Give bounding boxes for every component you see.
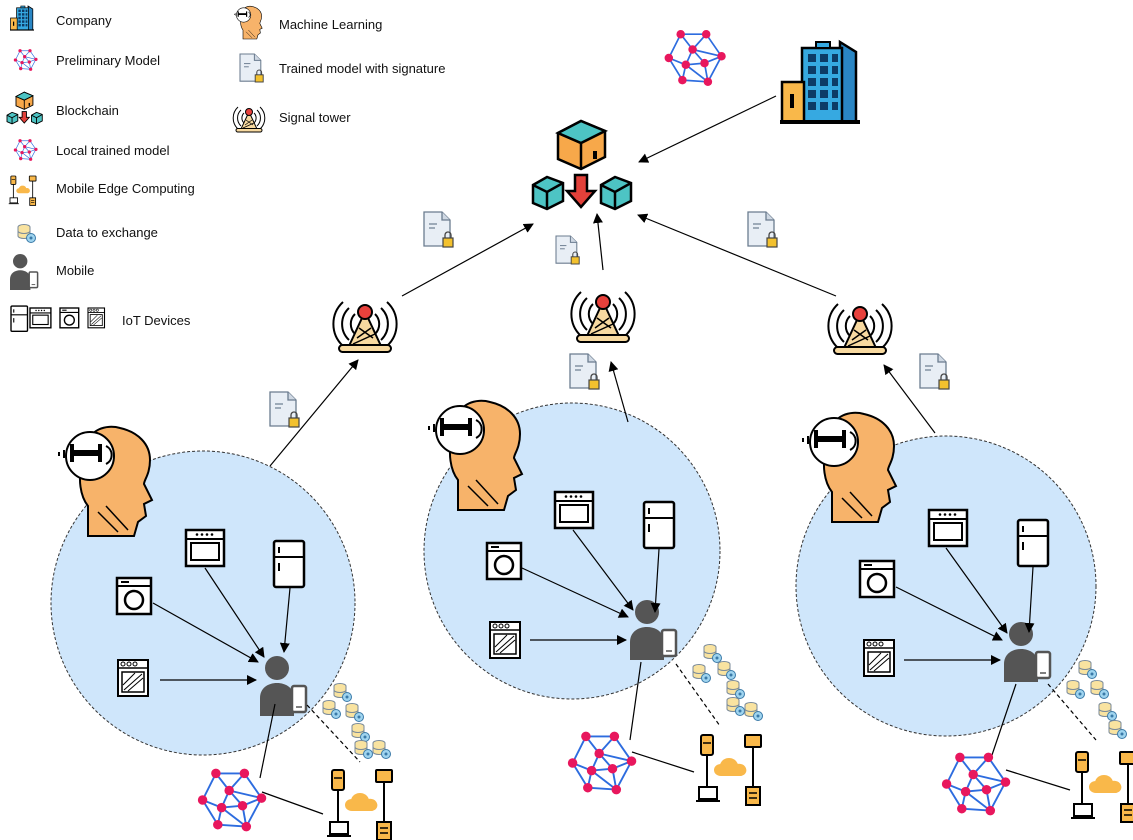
data-exchange-icon	[744, 702, 763, 721]
blockchain-icon	[531, 119, 633, 211]
signed-model-icon	[269, 391, 300, 428]
data-exchange-icon	[703, 644, 722, 663]
legend-label-preliminary-model: Preliminary Model	[56, 53, 161, 68]
data-exchange-icon	[333, 683, 352, 702]
washer-icon	[485, 541, 523, 581]
legend-label-data-to-exchange: Data to exchange	[56, 225, 158, 240]
data-exchange-icon	[322, 700, 341, 719]
legend-local-trained-model-icon	[13, 138, 38, 162]
signed-model-icon	[569, 353, 600, 390]
dryer-icon	[489, 621, 521, 659]
dryer-icon	[863, 639, 895, 677]
legend-iot-dryer-icon	[87, 307, 106, 329]
fridge-icon	[272, 539, 306, 589]
cluster-2	[423, 353, 721, 700]
data-exchange-icon	[372, 740, 391, 759]
fridge-icon	[1016, 518, 1050, 568]
legend-iot-washer-icon	[59, 307, 80, 329]
signed-model-icon	[747, 211, 778, 248]
legend-mec-icon	[8, 175, 37, 206]
legend-company-icon	[9, 5, 35, 31]
legend-label-mobile: Mobile	[56, 263, 95, 278]
legend-data-icon	[17, 224, 36, 243]
legend-iot-fridge-icon	[10, 305, 29, 332]
dryer-icon	[117, 659, 149, 697]
legend-label-local-trained-model: Local trained model	[56, 143, 170, 158]
oven-icon	[927, 508, 969, 548]
machine-learning-head-icon	[58, 425, 153, 537]
local-trained-model-icon	[566, 730, 638, 796]
legend-iot-oven-icon	[29, 307, 52, 329]
washer-icon	[115, 576, 153, 616]
mobile-edge-computing-icon	[695, 734, 762, 806]
company-building-icon	[778, 40, 862, 126]
signal-tower-icon	[332, 301, 398, 353]
legend-label-machine-learning: Machine Learning	[279, 17, 383, 32]
local-trained-model-icon	[196, 767, 268, 833]
data-exchange-icon	[692, 664, 711, 683]
machine-learning-head-icon	[802, 411, 897, 523]
legend-preliminary-model-icon	[13, 48, 38, 72]
signed-model-icon	[555, 235, 580, 265]
legend-label-signal-tower: Signal tower	[279, 110, 351, 125]
data-exchange-icon	[726, 680, 745, 699]
data-exchange-icon	[351, 723, 370, 742]
signal-tower-icon	[570, 291, 636, 343]
legend-mobile-icon	[9, 253, 39, 291]
legend-label-company: Company	[56, 13, 112, 28]
local-trained-model-icon	[940, 751, 1012, 817]
company-to-blockchain-arrow	[638, 95, 777, 163]
data-exchange-icon	[1090, 680, 1109, 699]
legend-signed-model-icon	[239, 53, 264, 83]
legend-signal-tower-icon	[232, 106, 266, 133]
data-exchange-icon	[345, 703, 364, 722]
legend-label-iot-devices: IoT Devices	[122, 313, 191, 328]
preliminary-model-icon	[663, 29, 727, 87]
signed-model-icon	[919, 353, 950, 390]
data-exchange-icon	[726, 697, 745, 716]
cluster-1	[50, 359, 359, 756]
tower2-to-blockchain-arrow	[592, 213, 604, 271]
mobile-edge-computing-icon	[1070, 751, 1133, 823]
tower1-to-blockchain-arrow	[401, 223, 534, 297]
washer-icon	[858, 559, 896, 599]
legend-label-mobile-edge-computing: Mobile Edge Computing	[56, 181, 195, 196]
data-exchange-icon	[717, 661, 736, 680]
signal-tower-icon	[827, 303, 893, 355]
data-exchange-icon	[354, 740, 373, 759]
legend-ml-icon	[234, 5, 263, 40]
legend-blockchain-icon	[6, 91, 43, 125]
oven-icon	[553, 490, 595, 530]
legend-label-trained-model-with-signature: Trained model with signature	[279, 61, 446, 76]
mobile-edge-computing-icon	[326, 769, 393, 840]
legend-label-blockchain: Blockchain	[56, 103, 119, 118]
cluster-3	[795, 353, 1097, 737]
data-exchange-icon	[1098, 702, 1117, 721]
fridge-icon	[642, 500, 676, 550]
oven-icon	[184, 528, 226, 568]
data-exchange-icon	[1078, 660, 1097, 679]
tower3-to-blockchain-arrow	[637, 213, 837, 297]
data-exchange-icon	[1108, 720, 1127, 739]
signed-model-icon	[423, 211, 454, 248]
data-exchange-icon	[1066, 680, 1085, 699]
